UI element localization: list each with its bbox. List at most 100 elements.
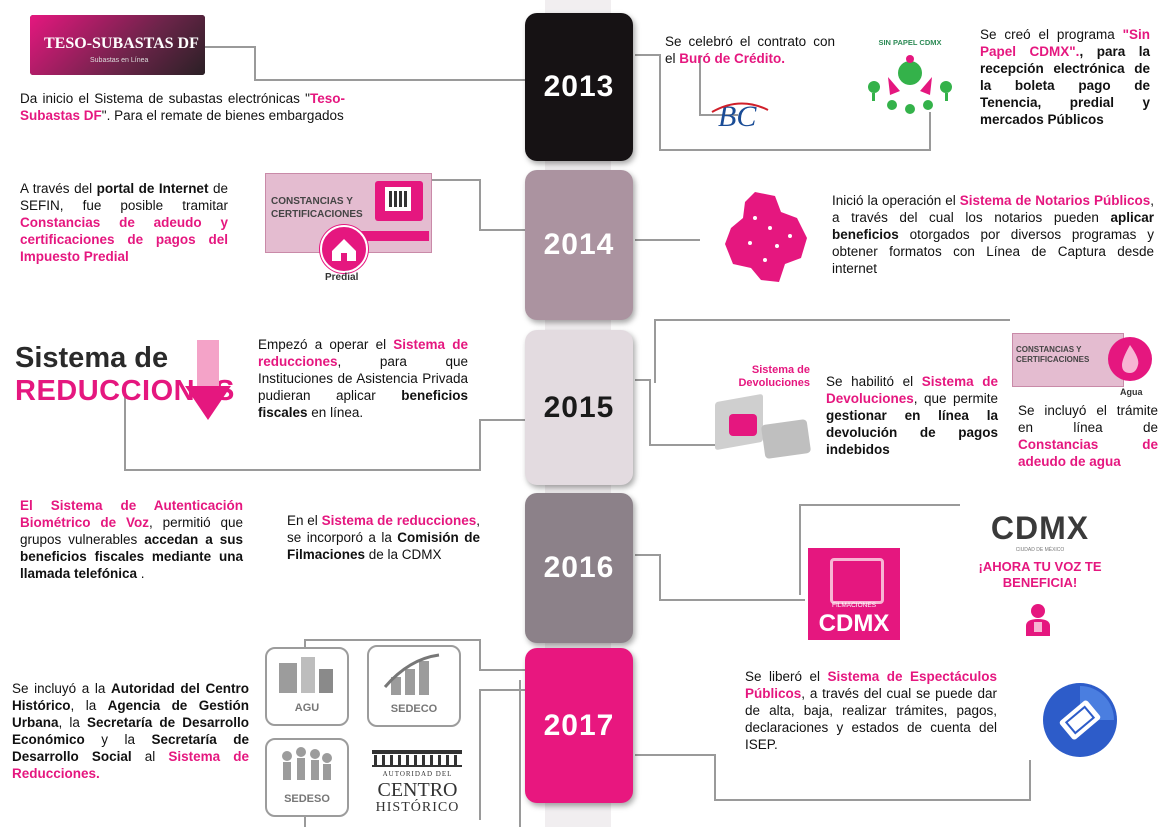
colonnade-icon	[372, 750, 462, 767]
text-highlight: Sistema de Devoluciones	[826, 374, 998, 406]
text-part: , se incorporó a la	[287, 513, 480, 545]
year-box-2014: 2014	[525, 170, 633, 320]
text-part: A través del	[20, 181, 97, 196]
text-2013-right: Se creó el programa "Sin Papel CDMX"., p…	[980, 26, 1150, 128]
year-label: 2014	[543, 228, 615, 261]
sin-papel-label: SIN PAPEL CDMX	[878, 38, 942, 47]
cdmx-logo-subtitle: CIUDAD DE MÉXICO	[1015, 547, 1065, 553]
down-arrow-icon	[185, 340, 231, 420]
teso-subastas-logo: TESO-SUBASTAS DF Subastas en Línea	[30, 15, 205, 75]
year-label: 2013	[543, 70, 615, 103]
voz-slogan: ¡AHORA TU VOZ TE BENEFICIA!	[978, 559, 1102, 590]
text-bold: Autoridad del Centro Histórico	[12, 681, 249, 713]
sistema-reducciones-logo: Sistema de REDUCCIONES	[15, 340, 250, 440]
year-label: 2015	[543, 390, 615, 424]
card-title: CONSTANCIAS Y CERTIFICACIONES	[1016, 345, 1090, 364]
autoridad-label: AUTORIDAD DEL	[382, 770, 453, 778]
water-drop-icon	[1108, 337, 1152, 381]
text-bold: gestionar en línea la devolución de pago…	[826, 408, 998, 457]
text-part: En el	[287, 513, 322, 528]
text-2014-right: Inició la operación el Sistema de Notari…	[832, 192, 1154, 277]
bc-logo-icon: BC	[711, 100, 769, 133]
year-label: 2017	[543, 708, 615, 742]
text-bold: Agencia de Gestión Urbana	[12, 698, 249, 730]
computer-icon	[375, 181, 423, 221]
text-bold: accedan a sus beneficios fiscales median…	[20, 532, 244, 581]
year-box-2016: 2016	[525, 493, 633, 643]
cdmx-voz-logo: CDMX CIUDAD DE MÉXICO ¡AHORA TU VOZ TE B…	[940, 510, 1140, 640]
text-2015-mid: Empezó a operar el Sistema de reduccione…	[258, 336, 468, 421]
teso-logo-title: TESO-SUBASTAS DF	[44, 35, 199, 52]
text-highlight: Teso-Subastas DF	[20, 91, 345, 123]
text-part: ". Para el remate de bienes embargados	[101, 108, 344, 123]
sedeco-logo: SEDECO	[367, 645, 461, 727]
text-2014-left: A través del portal de Internet de SEFIN…	[20, 180, 228, 265]
logo-line-1: Sistema de	[15, 342, 169, 374]
text-highlight: Constancias de adeudo y certificaciones …	[20, 215, 228, 264]
sedeco-chart-icon	[383, 653, 440, 695]
card-title: CONSTANCIAS Y CERTIFICACIONES	[271, 196, 363, 220]
agu-logo: AGU	[265, 647, 349, 726]
person-voice-icon	[1026, 604, 1050, 636]
text-highlight: Buró de Crédito.	[679, 51, 786, 66]
text-highlight: "Sin Papel CDMX".	[980, 27, 1150, 59]
agu-label: AGU	[294, 702, 320, 714]
text-part: Se creó el programa	[980, 27, 1123, 42]
predial-label: Predial	[325, 272, 359, 283]
buro-credito-icon: BC	[710, 90, 770, 135]
text-part: Se habilitó el	[826, 374, 922, 389]
text-highlight: Sistema de Reducciones.	[12, 749, 250, 781]
filmaciones-cdmx-logo: FILMACIONES CDMX	[808, 548, 900, 640]
text-highlight: Sistema de reducciones	[258, 337, 468, 369]
text-2017-left: Se incluyó a la Autoridad del Centro His…	[12, 680, 249, 782]
teso-logo-subtitle: Subastas en Línea	[90, 57, 149, 64]
sedeco-label: SEDECO	[390, 703, 438, 715]
sedeso-label: SEDESO	[284, 793, 330, 805]
centro-historico-logo: AUTORIDAD DEL CENTRO HISTÓRICO	[370, 748, 465, 823]
filmaciones-label: FILMACIONES	[831, 602, 877, 609]
historico-label: HISTÓRICO	[375, 800, 460, 815]
text-part: de la CDMX	[365, 547, 442, 562]
text-bold: Comisión de Filmaciones	[287, 530, 480, 562]
ticket-icon	[1040, 680, 1120, 760]
text-2016-mid: En el Sistema de reducciones, se incorpo…	[287, 512, 480, 563]
sedeso-people-icon	[282, 747, 332, 780]
year-box-2017: 2017	[525, 648, 633, 803]
text-bold: Secretaría de Desarrollo Social	[12, 732, 249, 764]
year-box-2013: 2013	[525, 13, 633, 161]
constancias-agua-card: CONSTANCIAS Y CERTIFICACIONES Agua	[1012, 333, 1154, 403]
agu-building-icon	[279, 657, 333, 693]
agua-label: Agua	[1120, 387, 1143, 397]
text-2013-mid: Se celebró el contrato con el Buró de Cr…	[665, 33, 835, 67]
text-highlight: El Sistema de Autenticación Biométrico d…	[20, 498, 243, 530]
text-part: , la	[70, 698, 108, 713]
text-2015-agua: Se incluyó el trámite en línea de Consta…	[1018, 402, 1158, 470]
cdmx-map-icon	[715, 188, 815, 288]
text-bold: Secretaría de Desarrollo Económico	[12, 715, 249, 747]
text-highlight: Sistema de Espectáculos Públicos	[745, 669, 997, 701]
text-2013-left: Da inicio el Sistema de subastas electró…	[20, 90, 345, 124]
year-label: 2016	[543, 551, 615, 584]
centro-label: CENTRO	[377, 779, 458, 801]
text-highlight: Sistema de reducciones	[321, 513, 477, 528]
text-part: Inició la operación el	[832, 193, 960, 208]
sin-papel-logo: SIN PAPEL CDMX	[860, 38, 960, 123]
text-part: Empezó a operar el	[258, 337, 394, 352]
text-2015-dev: Se habilitó el Sistema de Devoluciones, …	[826, 373, 998, 458]
devoluciones-label: Sistema de Devoluciones	[738, 364, 810, 389]
text-part: Se incluyó a la	[12, 681, 112, 696]
text-part: , a través del cual los notarios pueden	[832, 193, 1155, 225]
text-bold: aplicar beneficios	[832, 210, 1154, 242]
year-box-2015: 2015	[525, 330, 633, 485]
house-icon	[320, 225, 368, 273]
constancias-predial-card: CONSTANCIAS Y CERTIFICACIONES Predial	[265, 173, 432, 288]
filmaciones-cdmx-label: CDMX	[818, 610, 890, 637]
text-part: Se liberó el	[745, 669, 828, 684]
text-part: en línea.	[307, 405, 364, 420]
text-2016-left: El Sistema de Autenticación Biométrico d…	[20, 497, 243, 582]
text-part: Se celebró el contrato con el	[665, 34, 835, 66]
recycle-icon	[868, 55, 952, 114]
text-part: Se incluyó el trámite en línea de	[1018, 403, 1158, 435]
sedeso-logo: SEDESO	[265, 738, 349, 817]
cdmx-logo-text: CDMX	[990, 510, 1090, 546]
